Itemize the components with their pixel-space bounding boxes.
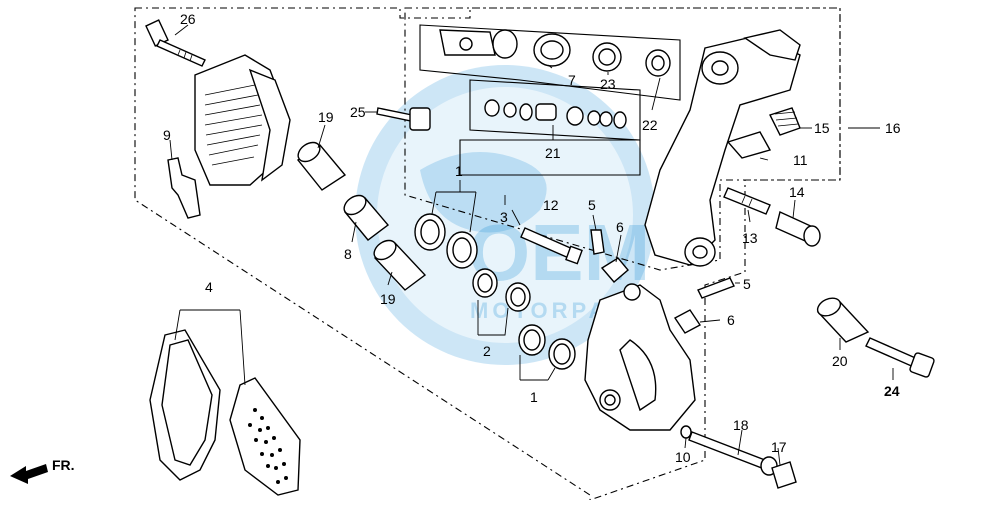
callout-8: 8 — [344, 246, 352, 262]
callout-2: 2 — [483, 343, 491, 359]
seal-kit-box-upper — [419, 24, 681, 101]
callout-24: 24 — [884, 383, 900, 399]
bleeder-5-lower — [697, 277, 735, 299]
pin-kit-box — [459, 139, 641, 176]
ring-23 — [592, 42, 622, 72]
callout-10: 10 — [675, 449, 691, 465]
boot-15 — [769, 107, 801, 136]
seal-22 — [645, 49, 671, 77]
callout-5-upper: 5 — [588, 197, 596, 213]
callout-16: 16 — [885, 120, 901, 136]
pin-12 — [520, 227, 583, 265]
callout-5-lower: 5 — [743, 276, 751, 292]
small-parts-21 — [484, 99, 627, 129]
callout-12: 12 — [543, 197, 559, 213]
pin-13 — [723, 187, 771, 215]
caliper-body — [584, 283, 696, 431]
callout-1-lower: 1 — [530, 389, 538, 405]
piston-seals-1-lower — [518, 324, 576, 370]
pin-14 — [775, 211, 821, 247]
bracket-group-frame — [404, 7, 841, 271]
bolt-26 — [145, 19, 206, 67]
callouts: 26 9 25 19 1 3 8 19 2 1 4 12 5 6 5 6 7 2… — [163, 11, 901, 465]
arrow-icon — [10, 464, 48, 484]
bracket-pin-boot — [439, 29, 518, 59]
pin-18 — [688, 431, 778, 476]
plug-17 — [771, 461, 797, 489]
sleeve-8 — [343, 194, 390, 241]
callout-11: 11 — [793, 152, 808, 168]
callout-6-lower: 6 — [727, 312, 735, 328]
callout-20: 20 — [832, 353, 848, 369]
callout-18: 18 — [733, 417, 749, 433]
callout-7: 7 — [568, 72, 576, 88]
callout-6-upper: 6 — [616, 219, 624, 235]
leader-lines — [169, 24, 894, 466]
direction-label: FR. — [52, 457, 75, 473]
callout-4: 4 — [205, 279, 213, 295]
piston-seals-2 — [472, 268, 531, 312]
sleeve-19-upper — [296, 141, 347, 191]
clip-11 — [726, 131, 772, 159]
callout-19-lower: 19 — [380, 291, 396, 307]
boot-7 — [533, 33, 571, 67]
washer-10 — [680, 425, 692, 439]
callout-22: 22 — [642, 117, 658, 133]
brake-pads-4 — [149, 329, 301, 496]
callout-17: 17 — [771, 439, 787, 455]
callout-9: 9 — [163, 127, 171, 143]
callout-25: 25 — [350, 104, 366, 120]
caliper-bracket-16 — [644, 29, 801, 267]
callout-1-upper: 1 — [455, 163, 463, 179]
piston-seals-1-upper — [414, 213, 478, 269]
cap-6-upper — [600, 257, 629, 283]
cap-6-lower — [673, 309, 702, 334]
caliper-cover — [194, 54, 291, 186]
callout-14: 14 — [789, 184, 805, 200]
callout-19-upper: 19 — [318, 109, 334, 125]
bolt-24 — [865, 337, 935, 378]
callout-15: 15 — [814, 120, 830, 136]
sleeve-20 — [816, 297, 870, 343]
bleeder-5-upper — [590, 229, 605, 255]
callout-23: 23 — [600, 76, 616, 92]
front-direction-arrow: FR. — [10, 457, 75, 484]
callout-13: 13 — [742, 230, 758, 246]
callout-26: 26 — [180, 11, 196, 27]
pad-spring-9 — [167, 157, 201, 219]
sleeve-19-lower — [373, 239, 427, 291]
callout-3: 3 — [500, 209, 508, 225]
callout-21: 21 — [545, 145, 561, 161]
